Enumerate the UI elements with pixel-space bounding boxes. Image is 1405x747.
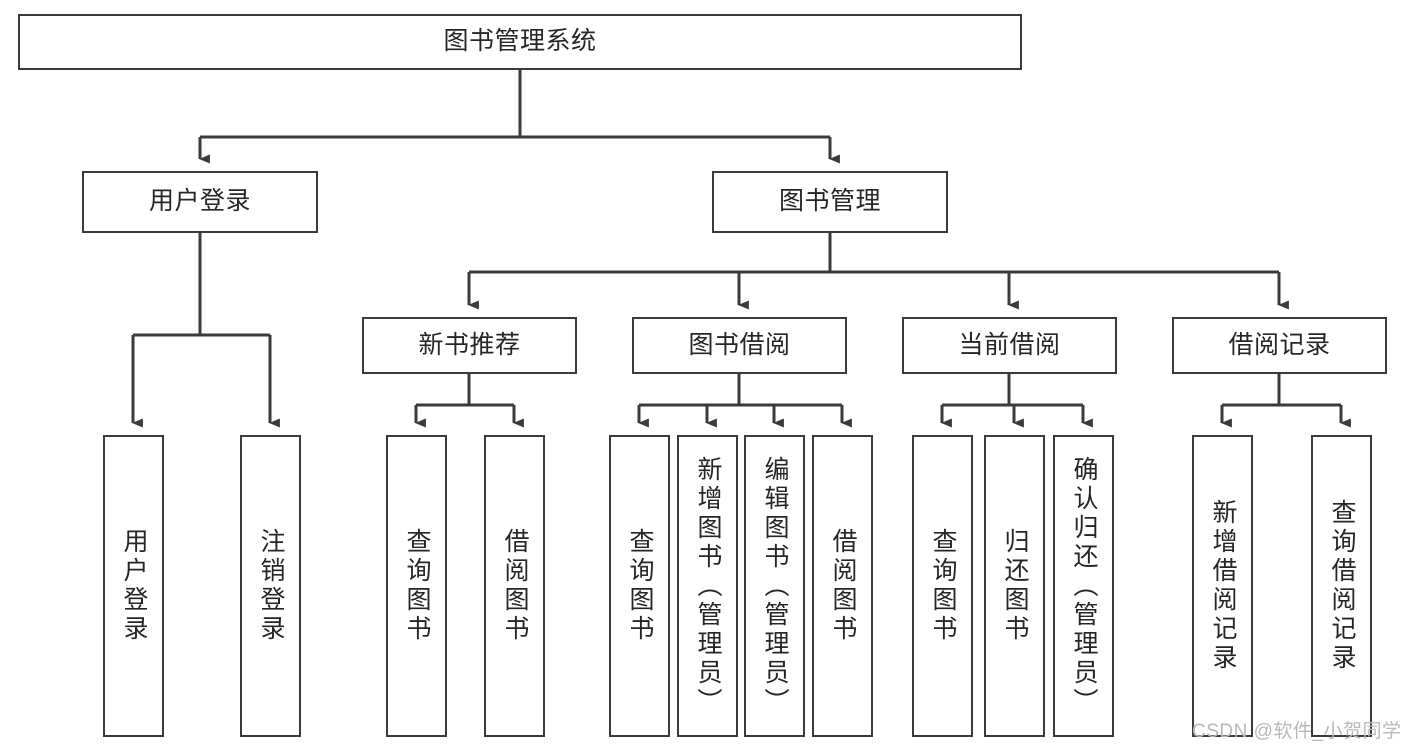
leaf-query-borrow-record[interactable]: 查询借阅记录 bbox=[1311, 435, 1372, 737]
node-new-book-recommend-label: 新书推荐 bbox=[418, 330, 521, 359]
leaf-borrow-book-recommend[interactable]: 借阅图书 bbox=[484, 435, 545, 737]
leaf-query-book-borrow[interactable]: 查询图书 bbox=[609, 435, 670, 737]
leaf-add-book-admin-label: 新增图书（管理员） bbox=[694, 455, 722, 717]
leaf-user-login-label: 用户登录 bbox=[120, 528, 148, 644]
node-user-login-label: 用户登录 bbox=[148, 187, 251, 216]
node-book-management[interactable]: 图书管理 bbox=[712, 171, 948, 233]
node-book-borrow[interactable]: 图书借阅 bbox=[632, 317, 847, 374]
node-current-borrow[interactable]: 当前借阅 bbox=[902, 317, 1117, 374]
leaf-user-login[interactable]: 用户登录 bbox=[103, 435, 164, 737]
leaf-query-book-current-label: 查询图书 bbox=[929, 528, 957, 644]
leaf-return-book-label: 归还图书 bbox=[1001, 528, 1029, 644]
leaf-edit-book-admin-label: 编辑图书（管理员） bbox=[761, 455, 789, 717]
leaf-query-borrow-record-label: 查询借阅记录 bbox=[1328, 499, 1356, 673]
leaf-edit-book-admin[interactable]: 编辑图书（管理员） bbox=[744, 435, 805, 737]
leaf-add-book-admin[interactable]: 新增图书（管理员） bbox=[677, 435, 738, 737]
node-borrow-records-label: 借阅记录 bbox=[1228, 330, 1331, 359]
leaf-add-borrow-record[interactable]: 新增借阅记录 bbox=[1192, 435, 1253, 737]
leaf-borrow-book-label: 借阅图书 bbox=[829, 528, 857, 644]
node-new-book-recommend[interactable]: 新书推荐 bbox=[362, 317, 577, 374]
node-book-management-label: 图书管理 bbox=[778, 187, 881, 216]
node-root-label: 图书管理系统 bbox=[443, 27, 597, 56]
leaf-confirm-return-admin-label: 确认归还（管理员） bbox=[1070, 455, 1098, 717]
leaf-user-logout[interactable]: 注销登录 bbox=[240, 435, 301, 737]
leaf-add-borrow-record-label: 新增借阅记录 bbox=[1209, 499, 1237, 673]
leaf-borrow-book-recommend-label: 借阅图书 bbox=[501, 528, 529, 644]
leaf-borrow-book[interactable]: 借阅图书 bbox=[812, 435, 873, 737]
node-book-borrow-label: 图书借阅 bbox=[688, 330, 791, 359]
leaf-return-book[interactable]: 归还图书 bbox=[984, 435, 1045, 737]
leaf-query-book-recommend[interactable]: 查询图书 bbox=[386, 435, 447, 737]
leaf-query-book-borrow-label: 查询图书 bbox=[626, 528, 654, 644]
node-current-borrow-label: 当前借阅 bbox=[958, 330, 1061, 359]
leaf-query-book-recommend-label: 查询图书 bbox=[403, 528, 431, 644]
node-user-login[interactable]: 用户登录 bbox=[82, 171, 318, 233]
leaf-query-book-current[interactable]: 查询图书 bbox=[912, 435, 973, 737]
node-root[interactable]: 图书管理系统 bbox=[18, 14, 1022, 70]
node-borrow-records[interactable]: 借阅记录 bbox=[1172, 317, 1387, 374]
leaf-confirm-return-admin[interactable]: 确认归还（管理员） bbox=[1053, 435, 1114, 737]
leaf-user-logout-label: 注销登录 bbox=[257, 528, 285, 644]
